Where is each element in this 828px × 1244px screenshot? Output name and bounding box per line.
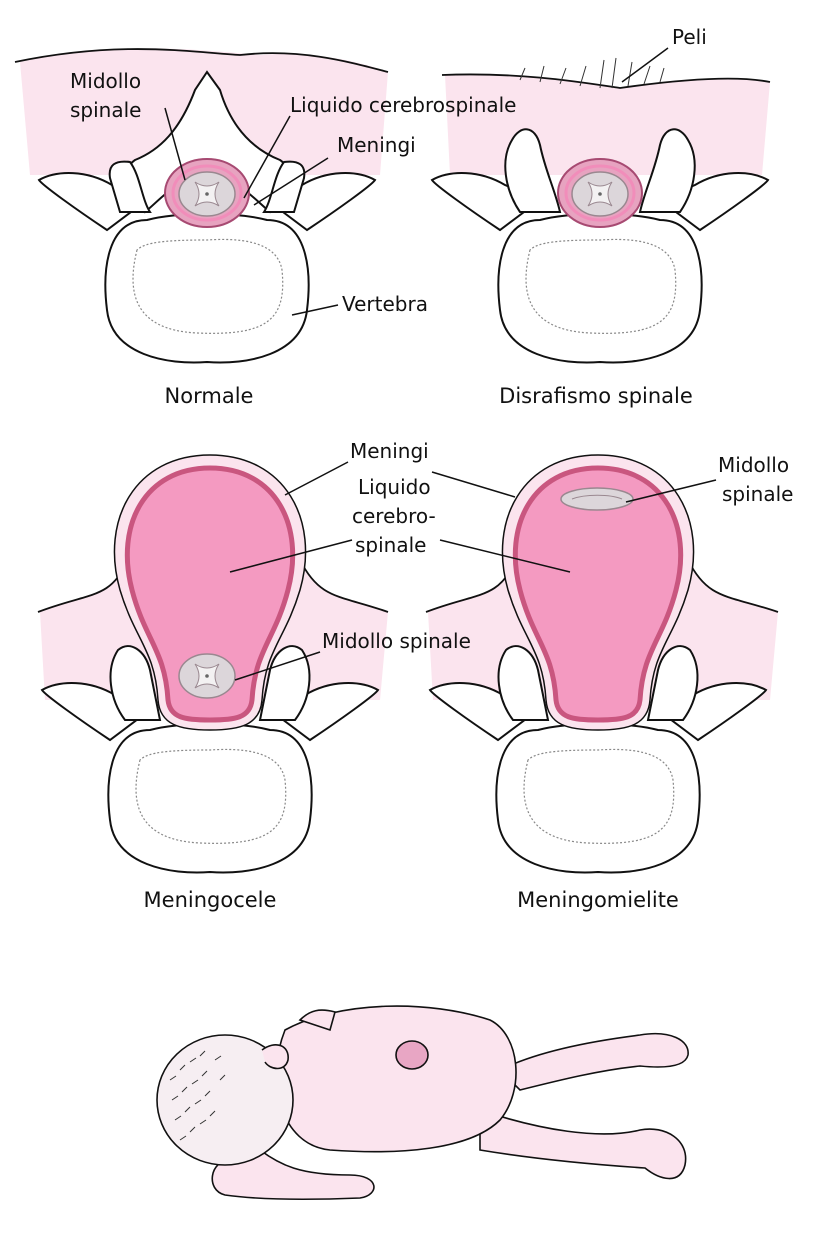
caption-myelomeningocele: Meningomielite	[517, 888, 679, 912]
label-hair: Peli	[672, 25, 707, 49]
leader-line	[621, 47, 669, 83]
leader-line	[234, 651, 321, 681]
panel-dysraphism	[431, 57, 771, 364]
leader-line	[284, 461, 349, 496]
leader-line	[291, 304, 339, 316]
label-meninges: Meningi	[350, 439, 429, 463]
panel-myelomeningocele	[425, 454, 779, 874]
leader-line	[164, 107, 186, 181]
panel-normal	[14, 48, 389, 364]
caption-meningocele: Meningocele	[144, 888, 277, 912]
spinal-cord-exposed	[560, 487, 634, 511]
label-csf-1: Liquido	[358, 475, 431, 499]
leader-line	[439, 539, 571, 573]
baby-illustration	[156, 1005, 689, 1201]
label-csf: Liquido cerebrospinale	[290, 93, 516, 117]
leader-line	[229, 539, 353, 573]
label-cord: Midollo spinale	[322, 629, 471, 653]
caption-normal: Normale	[165, 384, 254, 408]
leader-line	[625, 479, 717, 503]
labels-layer: Midollo spinale Liquido cerebrospinale M…	[70, 25, 793, 912]
label-vertebra: Vertebra	[342, 292, 428, 316]
label-cord-2: spinale	[722, 482, 793, 506]
panel-meningocele	[37, 454, 389, 874]
label-cord-1: Midollo	[718, 453, 789, 477]
hair-icon	[519, 57, 665, 89]
label-cord-1: Midollo	[70, 69, 141, 93]
label-cord-2: spinale	[70, 98, 141, 122]
label-csf-2: cerebro-	[352, 504, 436, 528]
label-meninges: Meningi	[337, 133, 416, 157]
caption-dysraphism: Disrafismo spinale	[499, 384, 693, 408]
spinal-cord-normal	[178, 171, 236, 217]
lesion-sac	[395, 1040, 429, 1070]
leader-line	[431, 471, 516, 498]
label-csf-3: spinale	[355, 533, 426, 557]
leader-line	[243, 115, 291, 199]
leader-line	[253, 157, 329, 206]
